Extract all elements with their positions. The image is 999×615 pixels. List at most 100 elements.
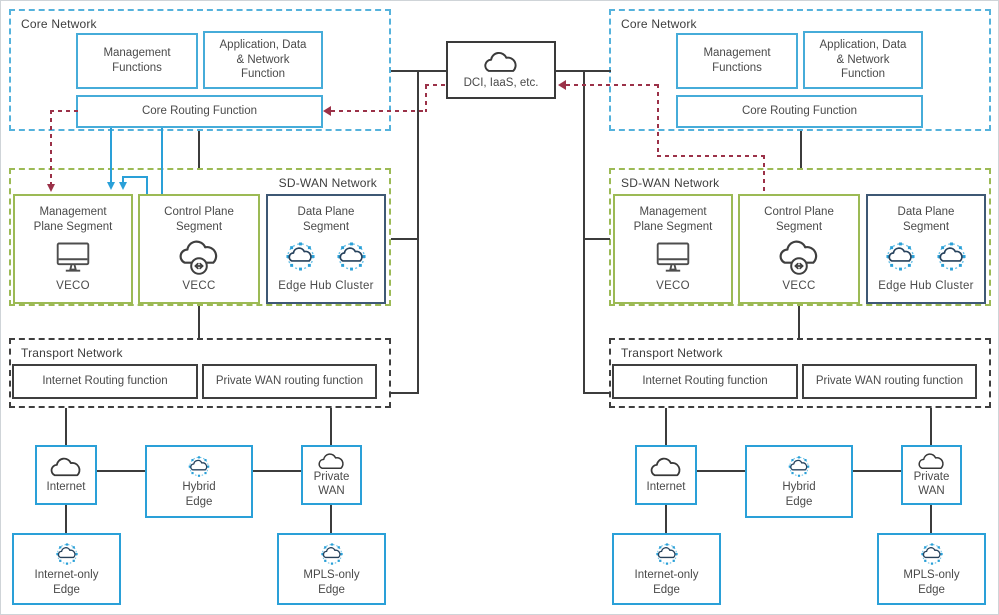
blue-link-vecc-to-veco-top [122,176,148,178]
cloud-bidirectional-arrows-icon [179,240,218,276]
red-arrowhead-into-veco [47,184,55,192]
internet-box-right: Internet [635,445,697,505]
veco-label: VECO [656,280,690,293]
vecc-label: VECC [782,280,816,293]
connector-trunk-to-transportframe-right [584,392,610,394]
connector-hybrid-to-privatewan-right [853,470,901,472]
connector-transportframe-to-trunk-left [391,392,418,394]
sdwan-edge-cluster-icon [787,455,811,478]
hybrid-edge-box-right: Hybrid Edge [745,445,853,518]
mpls-only-edge-label: MPLS-only Edge [303,569,360,597]
core-routing-box-right: Core Routing Function [676,95,923,128]
red-path-vecc-to-dci-v1 [657,84,659,156]
red-path-dci-left-stub [425,84,446,86]
sdwan-edge-cluster-icon [336,241,367,273]
private-wan-routing-box-left: Private WAN routing function [202,364,377,399]
internet-label: Internet [46,481,86,494]
hybrid-edge-box-left: Hybrid Edge [145,445,253,518]
edge-hub-cluster-icons [882,238,970,275]
private-wan-routing-label: Private WAN routing function [215,375,364,388]
internet-only-edge-box-right: Internet-only Edge [612,533,721,605]
red-path-dci-to-corerouting-h [331,110,427,112]
core-routing-label: Core Routing Function [741,105,858,118]
sdwan-edge-cluster-icon [319,542,344,566]
control-plane-label: Control Plane Segment [764,206,834,233]
internet-routing-label: Internet Routing function [42,375,168,388]
cloud-icon [918,453,944,469]
transport-network-frame-right: Transport Network [609,338,991,408]
blue-link-corerouting-to-veco [110,128,112,182]
red-arrowhead-into-corerouting-left [323,106,331,116]
internet-box-left: Internet [35,445,97,505]
core-network-title-right: Core Network [621,17,697,31]
sdwan-edge-cluster-icon [885,241,916,273]
blue-arrowhead-into-veco-2 [119,182,127,190]
monitor-icon [656,242,690,272]
trunk-vertical-left [417,70,419,394]
connector-privatewan-to-mplsonly-right [930,505,932,533]
private-wan-label: Private WAN [313,471,350,498]
red-path-vecc-to-dci-v2 [763,155,765,194]
connector-privatewan-to-mplsonly-left [330,505,332,533]
mpls-only-edge-box-right: MPLS-only Edge [877,533,986,605]
internet-routing-box-right: Internet Routing function [612,364,798,399]
private-wan-box-right: Private WAN [901,445,962,505]
red-path-corerouting-to-veco-v [50,110,52,184]
management-plane-label: Management Plane Segment [33,206,113,233]
private-wan-routing-box-right: Private WAN routing function [802,364,977,399]
core-routing-label: Core Routing Function [141,105,258,118]
internet-routing-box-left: Internet Routing function [12,364,198,399]
red-arrowhead-into-dci [558,80,566,90]
data-plane-label: Data Plane Segment [897,206,955,233]
sdwan-edge-cluster-icon [187,455,211,478]
blue-link-vecc-to-veco-rise [146,176,148,194]
blue-arrowhead-into-veco-1 [107,182,115,190]
sdwan-network-title-left: SD-WAN Network [278,176,377,190]
connector-transport-to-internet-right [665,408,667,445]
internet-only-edge-label: Internet-only Edge [34,569,99,597]
management-plane-label: Management Plane Segment [633,206,713,233]
monitor-icon [56,242,90,272]
management-functions-box-right: Management Functions [676,33,798,89]
connector-trunk-to-sdwanframe-right [584,238,610,240]
sdwan-edge-cluster-icon [54,542,79,566]
control-plane-box-right: Control Plane Segment VECC [738,194,860,304]
data-plane-box-left: Data Plane Segment Edge Hub Cluster [266,194,386,304]
sdwan-edge-cluster-icon [936,241,967,273]
management-functions-box-left: Management Functions [76,33,198,89]
trunk-vertical-right [583,70,585,394]
cloud-bidirectional-arrows-icon [779,240,818,276]
blue-link-vecc-to-veco-drop [122,176,124,183]
connector-transport-to-internet-left [65,408,67,445]
blue-link-corerouting-to-vecc [161,128,163,194]
internet-only-edge-label: Internet-only Edge [634,569,699,597]
sdwan-network-frame-left: SD-WAN Network [9,168,391,306]
connector-internet-to-internetonly-left [65,505,67,533]
sdwan-network-title-right: SD-WAN Network [621,176,720,190]
mpls-only-edge-label: MPLS-only Edge [903,569,960,597]
connector-internet-to-internetonly-right [665,505,667,533]
private-wan-box-left: Private WAN [301,445,362,505]
internet-routing-label: Internet Routing function [642,375,768,388]
cloud-icon [484,52,517,72]
connector-core-to-sdwan-right [800,131,802,168]
vecc-label: VECC [182,280,216,293]
veco-label: VECO [56,280,90,293]
sdwan-edge-cluster-icon [919,542,944,566]
transport-network-frame-left: Transport Network [9,338,391,408]
red-path-vecc-to-dci-h2 [657,155,765,157]
mpls-only-edge-box-left: MPLS-only Edge [277,533,386,605]
connector-internet-to-hybrid-left [97,470,145,472]
private-wan-routing-label: Private WAN routing function [815,375,964,388]
edge-hub-cluster-icons [282,238,370,275]
cloud-icon [318,453,344,469]
internet-only-edge-box-left: Internet-only Edge [12,533,121,605]
red-path-dci-to-corerouting-v [425,85,427,112]
control-plane-box-left: Control Plane Segment VECC [138,194,260,304]
management-functions-label: Management Functions [103,47,171,74]
cloud-icon [650,457,681,477]
sdwan-edge-cluster-icon [654,542,679,566]
data-plane-box-right: Data Plane Segment Edge Hub Cluster [866,194,986,304]
edge-hub-cluster-label: Edge Hub Cluster [878,280,974,293]
hybrid-edge-label: Hybrid Edge [182,481,216,509]
